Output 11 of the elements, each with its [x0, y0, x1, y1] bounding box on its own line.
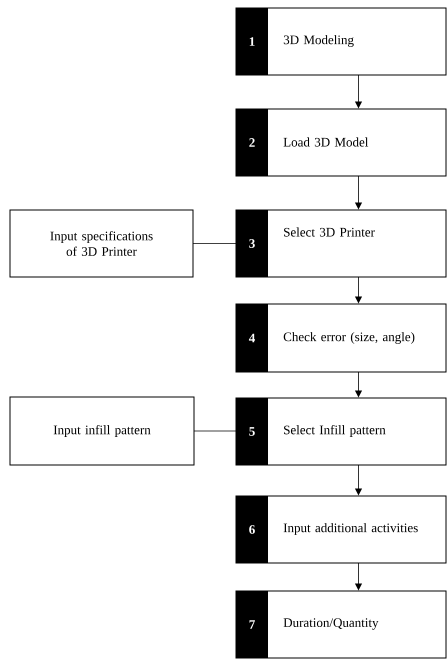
process-box: 3 Select 3D Printer — [236, 210, 446, 278]
process-box: 6 Input additional activities — [236, 496, 446, 564]
connector-line — [193, 243, 236, 244]
process-box: 2 Load 3D Model — [236, 108, 446, 176]
input-box: Input specifications of 3D Printer — [10, 210, 194, 278]
process-box: 4 Check error (size, angle) — [236, 304, 446, 372]
input-box: Input infill pattern — [10, 396, 194, 466]
connector-line — [194, 430, 236, 432]
process-box: 1 3D Modeling — [236, 8, 446, 76]
process-box: 5 Select Infill pattern — [236, 398, 446, 466]
process-box: 7 Duration/Quantity — [236, 590, 446, 658]
